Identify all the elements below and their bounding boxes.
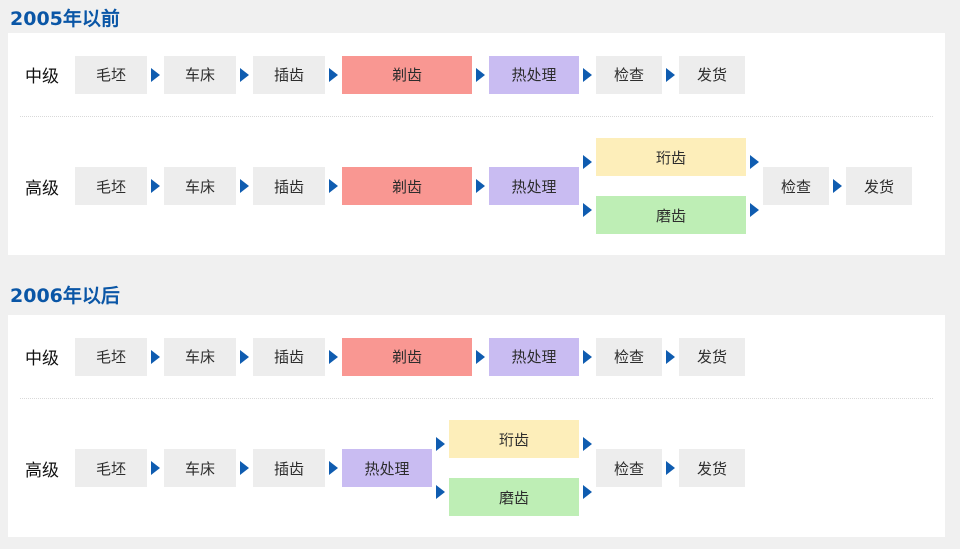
flow-row-after-high: 高级 毛坯 车床 插齿 热处理 珩齿 磨齿 xyxy=(20,398,933,537)
branch-arrows-out xyxy=(579,420,596,516)
arrow-right-icon xyxy=(833,179,842,193)
branch-boxes: 珩齿 磨齿 xyxy=(449,420,579,516)
row-label-mid: 中级 xyxy=(25,67,59,87)
arrow-right-icon xyxy=(151,67,160,82)
step-blank: 毛坯 xyxy=(75,55,147,94)
arrow-right-icon xyxy=(750,155,759,169)
branch-arrows-in xyxy=(579,138,596,234)
step-heat-treatment: 热处理 xyxy=(342,449,432,487)
branch-boxes: 珩齿 磨齿 xyxy=(596,138,746,234)
step-honing: 珩齿 xyxy=(449,420,579,458)
arrow-right-icon xyxy=(476,349,485,364)
branch: 珩齿 磨齿 xyxy=(579,138,763,234)
arrow-right-icon xyxy=(436,485,445,499)
step-shaving: 剃齿 xyxy=(342,337,472,376)
step-lathe: 车床 xyxy=(164,337,236,376)
arrow-right-icon xyxy=(476,67,485,82)
step-lathe: 车床 xyxy=(164,55,236,94)
row-label-high: 高级 xyxy=(25,460,59,481)
step-blank: 毛坯 xyxy=(75,337,147,376)
step-shaving: 剃齿 xyxy=(342,167,472,205)
arrow-right-icon xyxy=(666,349,675,364)
arrow-right-icon xyxy=(750,203,759,217)
arrow-right-icon xyxy=(583,437,592,451)
page: 2005年以前 中级 毛坯 车床 插齿 剃齿 热处理 检查 发货 高级 毛坯 车… xyxy=(0,5,960,537)
step-inspection: 检查 xyxy=(596,337,662,376)
step-lathe: 车床 xyxy=(164,167,236,205)
step-shipping: 发货 xyxy=(679,55,745,94)
step-inspection: 检查 xyxy=(596,449,662,487)
step-shaving: 剃齿 xyxy=(342,55,472,94)
arrow-right-icon xyxy=(329,179,338,193)
step-inspection: 检查 xyxy=(596,55,662,94)
step-heat-treatment: 热处理 xyxy=(489,55,579,94)
branch: 珩齿 磨齿 xyxy=(432,420,596,516)
step-shipping: 发货 xyxy=(846,167,912,205)
arrow-right-icon xyxy=(583,203,592,217)
step-inspection: 检查 xyxy=(763,167,829,205)
arrow-right-icon xyxy=(151,461,160,475)
arrow-right-icon xyxy=(240,461,249,475)
step-shaping: 插齿 xyxy=(253,167,325,205)
arrow-right-icon xyxy=(329,461,338,475)
step-shipping: 发货 xyxy=(679,337,745,376)
step-shaping: 插齿 xyxy=(253,449,325,487)
arrow-right-icon xyxy=(240,179,249,193)
branch-arrows-out xyxy=(746,138,763,234)
arrow-right-icon xyxy=(240,349,249,364)
step-heat-treatment: 热处理 xyxy=(489,337,579,376)
arrow-right-icon xyxy=(329,67,338,82)
arrow-right-icon xyxy=(240,67,249,82)
branch-arrows-in xyxy=(432,420,449,516)
section-title-after-2006: 2006年以后 xyxy=(10,285,120,307)
row-label-mid: 中级 xyxy=(25,349,59,369)
panel-before-2005: 中级 毛坯 车床 插齿 剃齿 热处理 检查 发货 高级 毛坯 车床 插齿 剃齿 xyxy=(8,33,945,255)
arrow-right-icon xyxy=(476,179,485,193)
step-grinding: 磨齿 xyxy=(596,196,746,234)
arrow-right-icon xyxy=(151,179,160,193)
step-grinding: 磨齿 xyxy=(449,478,579,516)
step-blank: 毛坯 xyxy=(75,449,147,487)
arrow-right-icon xyxy=(583,349,592,364)
step-shaping: 插齿 xyxy=(253,337,325,376)
step-honing: 珩齿 xyxy=(596,138,746,176)
step-blank: 毛坯 xyxy=(75,167,147,205)
arrow-right-icon xyxy=(151,349,160,364)
step-heat-treatment: 热处理 xyxy=(489,167,579,205)
arrow-right-icon xyxy=(436,437,445,451)
row-label-high: 高级 xyxy=(25,178,59,199)
step-lathe: 车床 xyxy=(164,449,236,487)
flow-row-before-mid: 中级 毛坯 车床 插齿 剃齿 热处理 检查 发货 xyxy=(20,33,933,116)
arrow-right-icon xyxy=(583,485,592,499)
step-shaping: 插齿 xyxy=(253,55,325,94)
arrow-right-icon xyxy=(666,461,675,475)
arrow-right-icon xyxy=(583,155,592,169)
arrow-right-icon xyxy=(583,67,592,82)
section-title-before-2005: 2005年以前 xyxy=(10,8,120,30)
arrow-right-icon xyxy=(666,67,675,82)
panel-after-2006: 中级 毛坯 车床 插齿 剃齿 热处理 检查 发货 高级 毛坯 车床 插齿 热处理 xyxy=(8,315,945,537)
flow-row-after-mid: 中级 毛坯 车床 插齿 剃齿 热处理 检查 发货 xyxy=(20,315,933,398)
step-shipping: 发货 xyxy=(679,449,745,487)
flow-row-before-high: 高级 毛坯 车床 插齿 剃齿 热处理 珩齿 磨齿 xyxy=(20,116,933,255)
arrow-right-icon xyxy=(329,349,338,364)
